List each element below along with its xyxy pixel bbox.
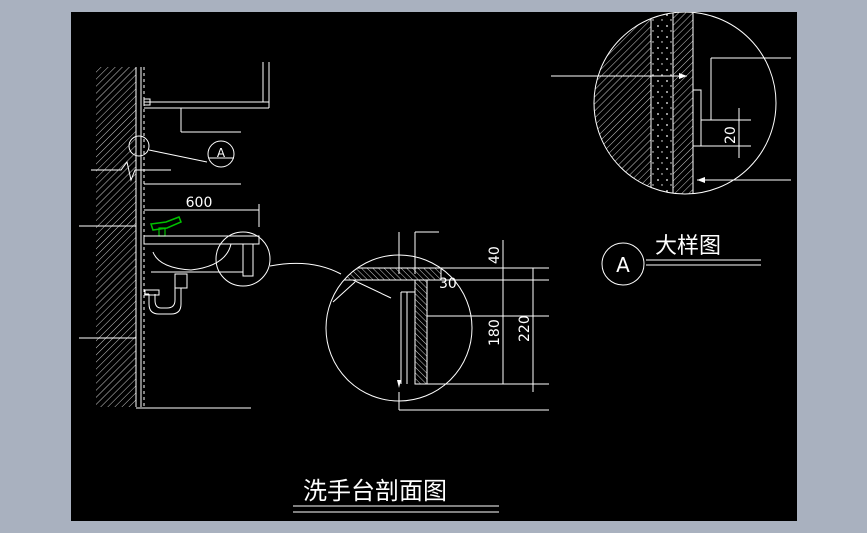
detail-marker-label: A: [616, 253, 630, 277]
section-marker-a: A: [128, 135, 235, 168]
detail-title-block: A 大样图: [601, 234, 761, 286]
section-marker-label: A: [217, 146, 226, 160]
wall-joint-detail: 20: [551, 12, 791, 195]
dim-joint: 20: [723, 126, 739, 144]
faucet: [150, 216, 182, 237]
main-title-block: 洗手台剖面图: [293, 477, 499, 513]
countertop: [143, 235, 260, 277]
dim-apron: 180: [487, 319, 503, 346]
dim-basin-width: 600: [186, 195, 213, 211]
break-line: [91, 160, 171, 182]
upper-cabinet: [143, 62, 270, 133]
main-title: 洗手台剖面图: [303, 477, 447, 505]
dim-overhang: 30: [439, 276, 457, 292]
drawing-canvas: A 600: [79, 12, 791, 513]
wash-basin-section: A 600: [79, 62, 342, 409]
countertop-detail: 30 40 180 220: [325, 231, 549, 411]
cad-viewport[interactable]: A 600: [71, 12, 797, 521]
basin-width-dimension: 600: [144, 183, 260, 227]
dim-total: 220: [517, 315, 533, 342]
leader-curve: [269, 262, 342, 275]
detail-title: 大样图: [655, 234, 721, 259]
drain-trap: [144, 273, 188, 315]
wall-hatch: [96, 67, 136, 407]
detail-callout-circle: [215, 231, 271, 287]
dim-thickness: 40: [487, 246, 503, 264]
